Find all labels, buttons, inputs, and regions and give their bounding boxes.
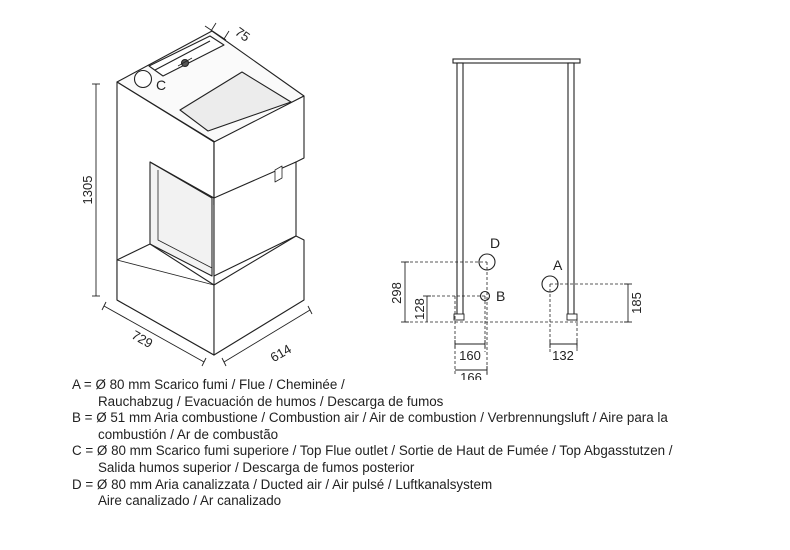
outlet-c-circle	[133, 69, 153, 89]
technical-drawing: 1305 729 614 75 C	[80, 22, 644, 380]
outlet-legend: A = Ø 80 mm Scarico fumi / Flue / Chemin…	[72, 377, 784, 510]
legend-c-line1: C = Ø 80 mm Scarico fumi superiore / Top…	[72, 443, 673, 459]
dim-d-height-label: 298	[389, 282, 404, 304]
stove-base-right-face	[213, 235, 305, 356]
dim-top-offset-line	[204, 25, 227, 41]
legend-d-line1: D = Ø 80 mm Aria canalizzata / Ducted ai…	[72, 476, 493, 492]
legend-a-line1: A = Ø 80 mm Scarico fumi / Flue / Chemin…	[72, 377, 345, 392]
rear-right-post	[567, 62, 575, 320]
fire-window-left-frame	[149, 161, 213, 277]
rear-left-post	[456, 62, 464, 320]
isometric-stove-view	[92, 22, 313, 367]
dim-height-label: 1305	[80, 176, 95, 205]
legend-c-line2: Salida humos superior / Descarga de fumo…	[98, 459, 415, 475]
legend-b-line2: combustión / Ar de combustão	[98, 426, 279, 442]
legend-b-line1: B = Ø 51 mm Aria combustione / Combustio…	[72, 410, 668, 426]
dimension-reference-lines	[405, 261, 630, 375]
legend-a-line2: Rauchabzug / Evacuación de humos / Desca…	[98, 393, 444, 409]
marker-c-label: C	[156, 77, 166, 93]
dim-a-horizontal-label: 132	[552, 348, 574, 363]
dim-depth-label: 729	[129, 327, 155, 351]
dim-b-height-label: 128	[412, 298, 427, 320]
stove-base-left-face	[116, 243, 215, 356]
marker-a-label: A	[553, 257, 563, 273]
legend-d-line2: Aire canalizado / Ar canalizado	[98, 493, 282, 509]
marker-b-label: B	[496, 288, 505, 304]
dim-d-horizontal-label: 166	[460, 370, 482, 380]
marker-d-label: D	[490, 235, 500, 251]
dim-b-horizontal-label: 160	[459, 348, 481, 363]
rear-elevation-view	[401, 58, 632, 375]
dim-top-offset-label: 75	[232, 24, 252, 45]
dim-a-height-label: 185	[629, 292, 644, 314]
dim-depth-line	[103, 305, 205, 363]
dim-width-line	[223, 309, 311, 363]
dim-width-label: 614	[268, 341, 294, 365]
rear-top-plate	[452, 58, 581, 64]
top-outlet-recess	[148, 35, 225, 77]
top-glass-panel	[179, 71, 292, 132]
